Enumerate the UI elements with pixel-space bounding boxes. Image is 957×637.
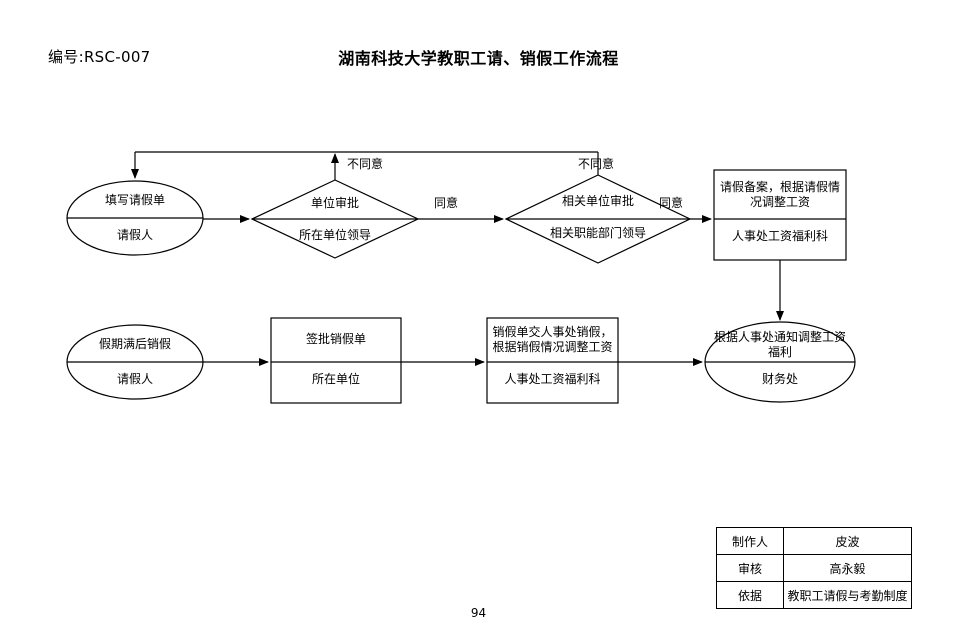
edge-label-agree-related: 同意 [659, 196, 684, 210]
signoff-value-reviewer: 高永毅 [783, 554, 912, 582]
signoff-label-basis: 依据 [716, 581, 784, 609]
signoff-table: 制作人 皮波 审核 高永毅 依据 教职工请假与考勤制度 [716, 527, 912, 609]
node-adjust-salary-benefit[interactable] [704, 321, 856, 403]
edge-label-disagree-related: 不同意 [578, 157, 615, 171]
node-submit-cancel-form[interactable] [486, 317, 619, 404]
node-fill-leave-form[interactable] [66, 180, 204, 256]
page-title: 湖南科技大学教职工请、销假工作流程 [338, 49, 619, 68]
node-sign-cancel-form[interactable] [270, 317, 402, 404]
table-row: 审核 高永毅 [716, 554, 912, 582]
signoff-value-basis: 教职工请假与考勤制度 [783, 581, 912, 609]
edge-label-disagree-unit: 不同意 [347, 157, 384, 171]
signoff-value-creator: 皮波 [783, 527, 912, 555]
edge-label-agree-unit: 同意 [434, 196, 459, 210]
node-related-unit-approval[interactable] [504, 174, 692, 264]
signoff-label-creator: 制作人 [716, 527, 784, 555]
page-number: 94 [470, 606, 487, 620]
signoff-label-reviewer: 审核 [716, 554, 784, 582]
table-row: 依据 教职工请假与考勤制度 [716, 581, 912, 609]
table-row: 制作人 皮波 [716, 527, 912, 555]
node-leave-record[interactable] [713, 169, 847, 261]
node-unit-approval[interactable] [250, 179, 420, 259]
edge-disagree-loop [131, 151, 599, 180]
document-code: 编号:RSC-007 [48, 48, 151, 66]
node-cancel-leave-after-expiry[interactable] [66, 324, 204, 400]
